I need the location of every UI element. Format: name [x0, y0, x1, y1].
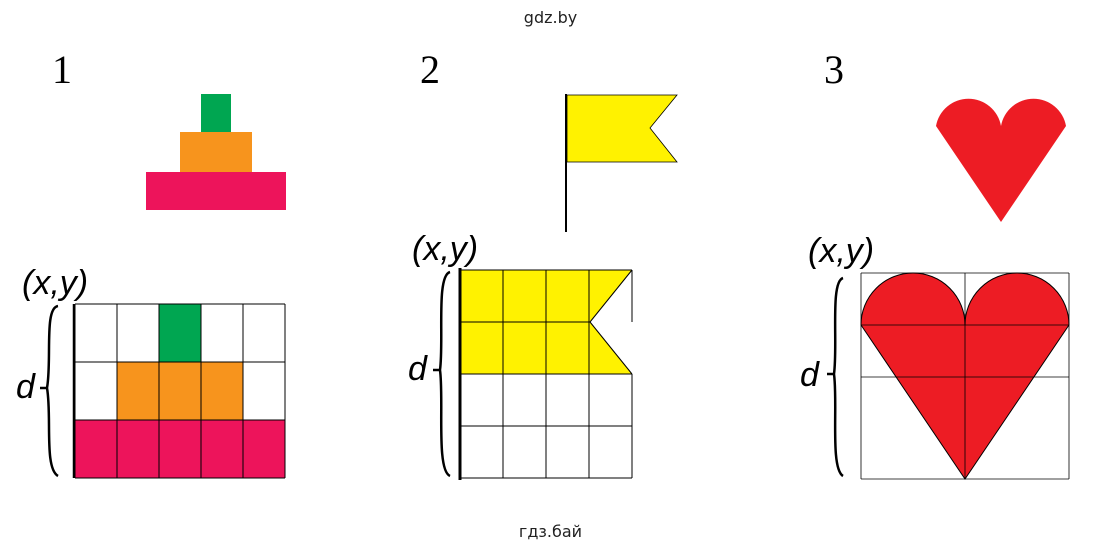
- grid-green-cell: [159, 304, 201, 362]
- figure-1-grid: [40, 303, 286, 479]
- watermark-top: gdz.by: [523, 8, 578, 27]
- figure-3-d-label: d: [800, 356, 819, 394]
- figure-1-pyramid: [146, 94, 286, 210]
- figure-2-brace: [433, 270, 451, 478]
- pyramid-top-block: [201, 94, 231, 132]
- watermark-bottom: гдз.бай: [518, 522, 583, 541]
- figure-2-flag: [565, 94, 678, 232]
- figure-3-heart: [936, 98, 1066, 222]
- figure-3-xy-label: (x,y): [808, 232, 875, 270]
- figure-3-brace: [826, 276, 844, 478]
- figure-3-number: 3: [824, 47, 844, 92]
- pyramid-bottom-block: [146, 172, 286, 210]
- figure-1-xy-label: (x,y): [22, 264, 89, 302]
- figure-1-brace: [40, 304, 59, 478]
- grid-orange-row: [117, 362, 243, 420]
- figure-3-grid: [826, 272, 1070, 480]
- pyramid-middle-block: [180, 132, 252, 172]
- figure-1-d-label: d: [16, 368, 35, 406]
- figure-2-d-label: d: [408, 350, 427, 388]
- figure-2-number: 2: [420, 47, 440, 92]
- grid-crimson-row: [75, 420, 285, 478]
- figure-2-xy-label: (x,y): [412, 230, 479, 268]
- figure-2-grid: [433, 268, 633, 480]
- figure-1-number: 1: [52, 47, 72, 92]
